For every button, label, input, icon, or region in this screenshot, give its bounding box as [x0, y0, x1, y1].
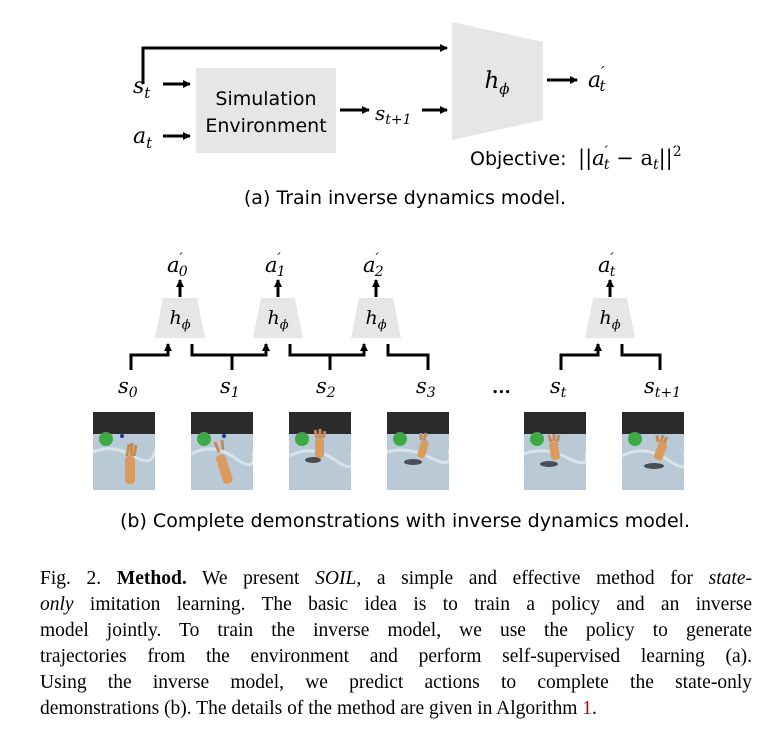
state-label-1: s1 [220, 374, 240, 401]
model-block-t: a′t hϕ [585, 251, 635, 338]
input-action-label: at [133, 124, 153, 152]
panel-b: a′0 hϕ a′1 hϕ a′2 hϕ a′t hϕ [118, 251, 690, 532]
objective-formula: ||a′t − at||2 [578, 144, 682, 173]
state-label-3: s3 [416, 374, 436, 401]
frame-thumbnail-t1 [622, 412, 684, 490]
frame-thumbnail-3 [387, 412, 449, 490]
sim-box-line1: Simulation [215, 88, 316, 110]
inverse-model-label: hϕ [484, 68, 509, 98]
frame-thumbnail-1 [191, 412, 253, 490]
model-block-1: a′1 hϕ [253, 251, 303, 338]
model-label-1: hϕ [267, 307, 288, 333]
frame-thumbnail-0 [93, 412, 155, 490]
bypass-arrow [141, 44, 448, 84]
model-output-0: a′0 [167, 251, 188, 280]
frame-thumbnail-2 [289, 412, 351, 490]
simulation-environment-box [196, 68, 336, 153]
inverse-model-block [452, 22, 543, 140]
panel-a-caption: (a) Train inverse dynamics model. [244, 187, 566, 209]
algorithm-ref-link[interactable]: 1 [582, 698, 593, 719]
model-trapezoid-1 [253, 298, 303, 338]
output-label: a′t [588, 63, 607, 95]
caption-line-4: trajectories from the environment and pe… [40, 646, 752, 667]
model-label-t: hϕ [599, 307, 620, 333]
caption-line-6: demonstrations (b). The details of the m… [40, 698, 597, 719]
objective-label: Objective: [470, 148, 567, 170]
sim-box-line2: Environment [205, 115, 326, 137]
model-block-2: a′2 hϕ [351, 251, 401, 338]
ellipsis: ... [492, 377, 511, 398]
frame-thumbnail-t [524, 412, 586, 490]
input-state-label: st [133, 74, 151, 102]
panel-a: st at Simulation Environment st+1 hϕ a′t… [133, 22, 682, 209]
model-output-t: a′t [598, 251, 616, 280]
caption-line-2: only imitation learning. The basic idea … [40, 594, 752, 615]
model-trapezoid-0 [155, 298, 205, 338]
next-state-label: st+1 [375, 101, 412, 128]
panel-b-caption: (b) Complete demonstrations with inverse… [120, 510, 690, 532]
caption-line-1: Fig. 2. Method. We present SOIL, a simpl… [40, 568, 752, 589]
state-label-t: st [550, 374, 567, 401]
model-block-0: a′0 hϕ [155, 251, 205, 338]
model-trapezoid-t [585, 298, 635, 338]
state-label-0: s0 [118, 374, 138, 401]
caption-line-3: model jointly. To train the inverse mode… [40, 620, 752, 641]
model-output-1: a′1 [265, 251, 286, 280]
model-label-0: hϕ [169, 307, 190, 333]
state-label-2: s2 [316, 374, 336, 401]
state-label-t1: st+1 [644, 374, 681, 401]
model-output-2: a′2 [363, 251, 384, 280]
model-trapezoid-2 [351, 298, 401, 338]
state-connectors [129, 343, 662, 370]
model-label-2: hϕ [365, 307, 386, 333]
caption-line-5: Using the inverse model, we predict acti… [40, 672, 752, 693]
